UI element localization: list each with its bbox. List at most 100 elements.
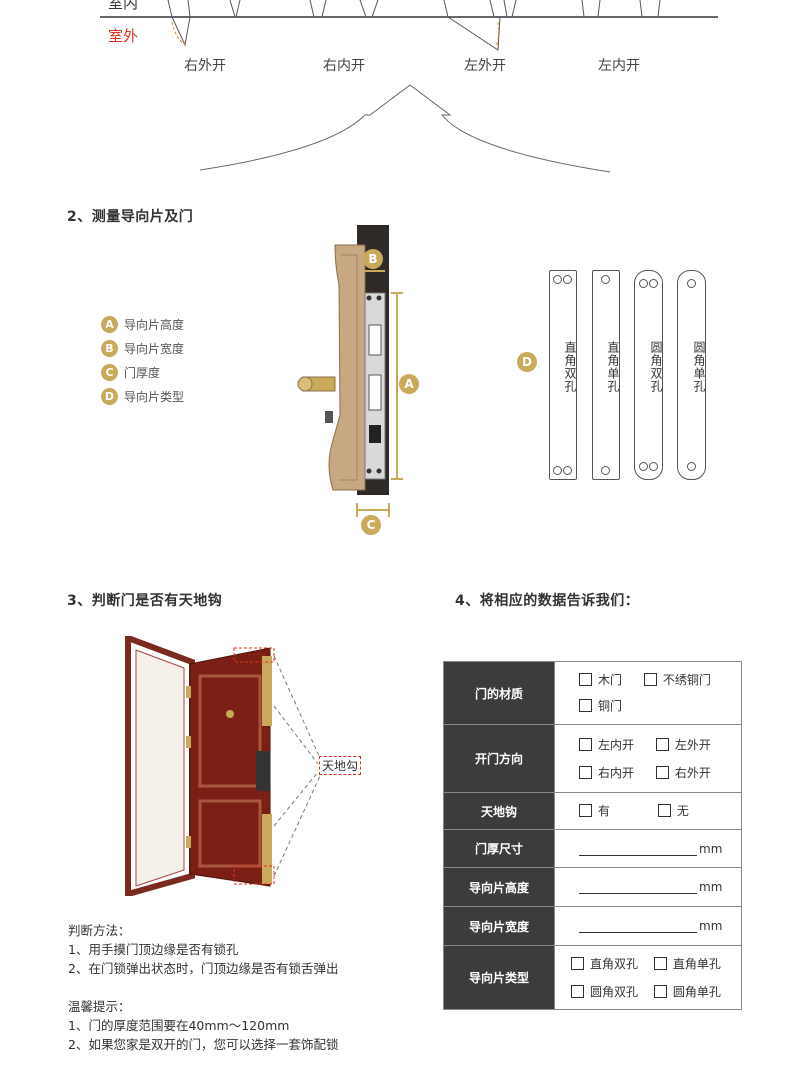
- door-direction-diagram: 室内 室外 右外开 右内开 左外开 左内开: [0, 0, 790, 190]
- row-width: 导向片宽度 mm: [443, 906, 742, 946]
- option-label: 有: [598, 804, 611, 818]
- badge-c-icon: C: [101, 363, 118, 381]
- checkbox-left-out[interactable]: 左外开: [655, 736, 711, 753]
- row-label: 门厚尺寸: [443, 829, 555, 868]
- height-input[interactable]: [579, 880, 697, 894]
- unit-label: mm: [699, 880, 723, 894]
- section-4-title: 4、将相应的数据告诉我们：: [455, 593, 640, 609]
- section-3-title: 3、判断门是否有天地钩: [67, 593, 223, 609]
- direction-label-right-in: 右内开: [323, 58, 365, 74]
- direction-label-left-in: 左内开: [598, 58, 640, 74]
- tip-line-2: 2、如果您家是双开的门，您可以选择一套饰配锁: [68, 1037, 339, 1052]
- door-illustration: 天地勾: [120, 633, 370, 898]
- checkbox-icon: [579, 699, 592, 712]
- strip-round-single: 圆角单孔: [677, 270, 706, 480]
- legend-label: 导向片高度: [124, 317, 185, 332]
- row-hook: 天地钩 有 无: [443, 792, 742, 830]
- checkbox-left-in[interactable]: 左内开: [579, 736, 634, 753]
- strip-right-single: 直角单孔: [592, 270, 620, 480]
- lock-illustration: B A C: [295, 225, 425, 540]
- marker-c-icon: C: [361, 515, 381, 535]
- legend-label: 导向片宽度: [124, 341, 185, 356]
- thickness-input[interactable]: [579, 842, 697, 856]
- outdoor-label: 室外: [108, 27, 139, 45]
- checkbox-icon: [653, 956, 667, 970]
- row-label: 导向片高度: [443, 867, 555, 907]
- row-label: 导向片宽度: [443, 906, 555, 946]
- tip-title: 温馨提示：: [68, 999, 131, 1014]
- checkbox-right-out[interactable]: 右外开: [655, 764, 711, 781]
- checkbox-hook-yes[interactable]: 有: [579, 802, 610, 819]
- checkbox-icon: [579, 804, 592, 817]
- row-material: 门的材质 木门 不绣铜门 铜门: [443, 661, 742, 725]
- badge-d-icon: D: [101, 387, 118, 405]
- checkbox-hook-no[interactable]: 无: [657, 802, 689, 819]
- checkbox-icon: [657, 804, 671, 817]
- option-label: 左外开: [674, 737, 711, 752]
- checkbox-icon: [655, 765, 669, 779]
- checkbox-icon: [579, 737, 592, 751]
- row-label: 导向片类型: [443, 945, 555, 1010]
- lock-diagram-svg: [297, 225, 403, 517]
- strip-label: 圆角双孔: [649, 341, 663, 393]
- option-label: 直角双孔: [590, 956, 639, 971]
- option-label: 直角单孔: [672, 956, 721, 971]
- row-type: 导向片类型 直角双孔 直角单孔 圆角双孔 圆角单孔: [443, 945, 742, 1010]
- checkbox-icon: [571, 984, 584, 998]
- checkbox-round-single[interactable]: 圆角单孔: [653, 983, 721, 1000]
- method-line-1: 1、用手摸门顶边缘是否有锁孔: [68, 942, 239, 957]
- option-label: 左内开: [598, 737, 635, 752]
- strip-round-double: 圆角双孔: [634, 270, 663, 480]
- option-label: 圆角单孔: [672, 984, 721, 999]
- row-height: 导向片高度 mm: [443, 867, 742, 907]
- option-label: 木门: [598, 673, 623, 687]
- width-input[interactable]: [579, 919, 697, 933]
- method-title: 判断方法：: [68, 923, 131, 938]
- option-label: 不绣铜门: [662, 673, 711, 687]
- checkbox-icon: [655, 737, 669, 751]
- indoor-label: 室内: [108, 0, 139, 12]
- legend-item-b: B 导向片宽度: [101, 339, 184, 357]
- legend-item-c: C 门厚度: [101, 363, 160, 381]
- legend-item-a: A 导向片高度: [101, 315, 184, 333]
- option-label: 无: [676, 804, 689, 818]
- legend-label: 门厚度: [124, 365, 161, 380]
- row-label: 门的材质: [443, 661, 555, 725]
- badge-b-icon: B: [101, 339, 118, 357]
- checkbox-round-double[interactable]: 圆角双孔: [571, 983, 638, 1000]
- checkbox-copper[interactable]: 铜门: [579, 697, 622, 714]
- checkbox-icon: [579, 765, 592, 779]
- option-label: 右外开: [674, 765, 711, 780]
- section-2-title: 2、测量导向片及门: [67, 209, 194, 225]
- unit-label: mm: [699, 841, 723, 856]
- checkbox-icon: [653, 984, 667, 998]
- direction-label-left-out: 左外开: [464, 58, 506, 74]
- row-thickness: 门厚尺寸 mm: [443, 829, 742, 868]
- option-label: 铜门: [598, 699, 623, 713]
- checkbox-stainless[interactable]: 不绣铜门: [643, 671, 711, 688]
- checkbox-right-single[interactable]: 直角单孔: [653, 955, 721, 972]
- checkbox-icon: [579, 673, 592, 686]
- legend-label: 导向片类型: [124, 389, 185, 404]
- option-label: 右内开: [598, 765, 635, 780]
- checkbox-icon: [571, 956, 584, 970]
- badge-a-icon: A: [101, 315, 118, 333]
- door-svg: [125, 633, 321, 898]
- method-line-2: 2、在门锁弹出状态时，门顶边缘是否有锁舌弹出: [68, 961, 339, 976]
- strip-label: 直角单孔: [606, 341, 620, 393]
- checkbox-right-double[interactable]: 直角双孔: [571, 955, 638, 972]
- row-label: 天地钩: [443, 792, 555, 830]
- unit-label: mm: [699, 919, 723, 933]
- order-info-form: 门的材质 木门 不绣铜门 铜门 开门方向 左内开 左外开 右内开 右外开 天地钩: [443, 661, 742, 1010]
- checkbox-wood[interactable]: 木门: [579, 671, 622, 688]
- strip-right-double: 直角双孔: [549, 270, 577, 480]
- tip-line-1: 1、门的厚度范围要在40mm～120mm: [68, 1018, 290, 1033]
- marker-d-icon: D: [517, 352, 537, 372]
- hook-callout-label: 天地勾: [319, 756, 362, 775]
- row-direction: 开门方向 左内开 左外开 右内开 右外开: [443, 724, 742, 793]
- legend-item-d: D 导向片类型: [101, 387, 184, 405]
- checkbox-right-in[interactable]: 右内开: [579, 764, 634, 781]
- direction-label-right-out: 右外开: [184, 58, 226, 74]
- marker-a-icon: A: [399, 374, 419, 394]
- checkbox-icon: [643, 673, 657, 686]
